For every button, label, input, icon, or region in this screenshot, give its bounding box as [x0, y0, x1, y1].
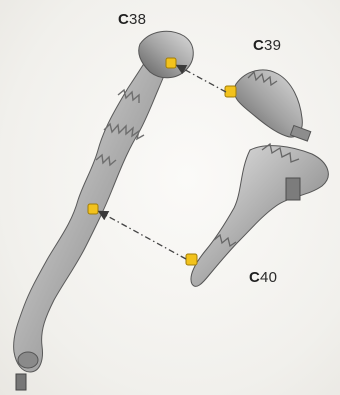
- peg-c38-mid: [88, 204, 98, 214]
- callout-c38: C38: [118, 11, 146, 28]
- callout-c39-prefix: C: [253, 37, 264, 54]
- peg-c39: [225, 86, 236, 97]
- callout-c40-number: 40: [260, 269, 277, 286]
- part-c40: [186, 144, 328, 286]
- callout-c40: C40: [249, 269, 277, 286]
- callout-c38-prefix: C: [118, 11, 129, 28]
- callout-c38-number: 38: [129, 11, 146, 28]
- dash-dot-arrow-icon: [178, 66, 226, 92]
- dash-dot-arrow-icon: [100, 212, 186, 259]
- peg-c40: [186, 254, 197, 265]
- part-c38: [14, 31, 194, 390]
- callout-c39: C39: [253, 37, 281, 54]
- part-c39: [225, 70, 311, 141]
- callout-c40-prefix: C: [249, 269, 260, 286]
- callout-c39-number: 39: [264, 37, 281, 54]
- peg-c38-top: [166, 58, 176, 68]
